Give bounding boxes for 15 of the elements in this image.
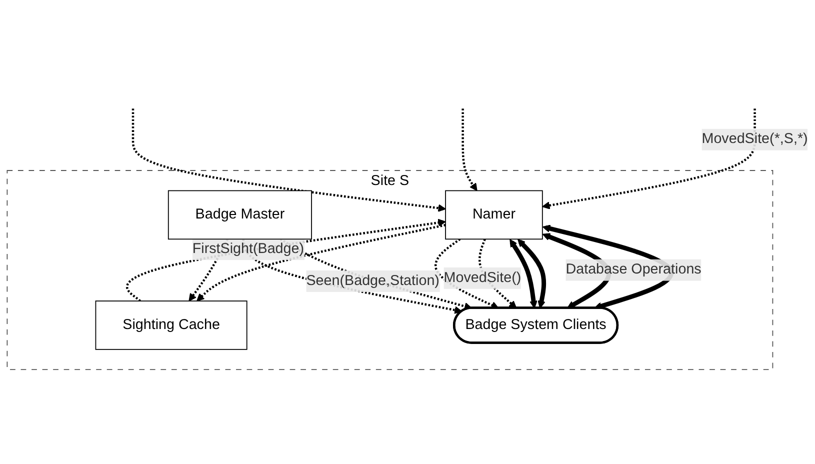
edge-label: Database Operations [566, 262, 702, 277]
arrow [542, 108, 756, 209]
arrow [434, 238, 499, 308]
edge-label: Seen(Badge,Station) [306, 272, 440, 288]
arrow [132, 108, 446, 212]
arrow [518, 238, 546, 308]
edge-label: MovedSite(*,S,*) [702, 131, 808, 146]
node-box: Sighting Cache [95, 300, 248, 350]
edge-label: MovedSite() [444, 270, 522, 285]
arrow [510, 238, 538, 308]
arrow [196, 224, 446, 301]
node-box: Badge Master [168, 190, 312, 240]
node-box: Namer [445, 190, 543, 240]
arrow [462, 108, 478, 191]
edge-label: FirstSight(Badge) [192, 240, 304, 256]
